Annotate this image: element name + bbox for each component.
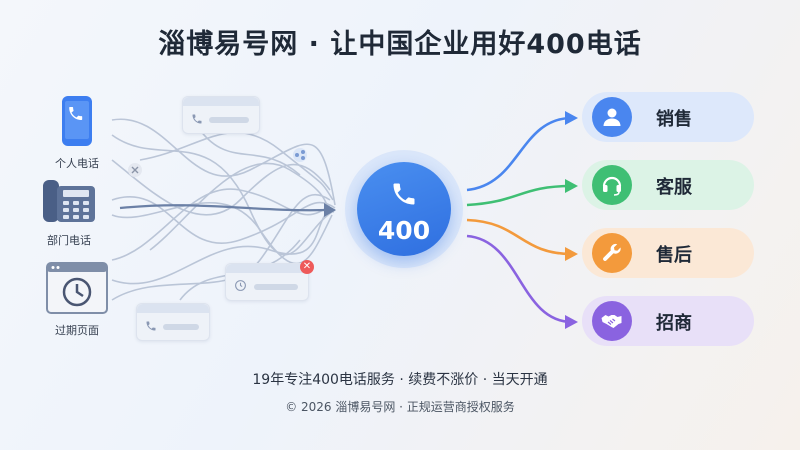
phone-icon — [192, 114, 202, 124]
mobile-phone-icon — [62, 96, 92, 146]
desk-phone-icon — [43, 180, 95, 222]
source-label: 部门电话 — [47, 234, 91, 247]
tagline: 19年专注400电话服务 · 续费不涨价 · 当天开通 — [252, 372, 548, 388]
wrench-icon — [592, 233, 632, 273]
headset-icon — [592, 165, 632, 205]
destination-aftersales[interactable]: 售后 — [582, 228, 754, 278]
expired-clock-card: ✕ — [225, 260, 314, 301]
user-icon — [592, 97, 632, 137]
destination-label: 客服 — [656, 177, 692, 198]
clock-icon — [235, 280, 246, 291]
source-department-phone: 部门电话 — [24, 178, 114, 248]
call-card-bottom — [136, 303, 210, 341]
phone-icon — [146, 321, 156, 331]
destination-label: 售后 — [656, 245, 692, 266]
source-expired-page: 过期页面 — [32, 262, 122, 338]
close-icon: ✕ — [300, 260, 314, 274]
phone-icon — [393, 183, 415, 205]
hub-number: 400 — [377, 216, 431, 245]
expired-page-clock-icon — [46, 262, 108, 314]
page-title: 淄博易号网 · 让中国企业用好400电话 — [158, 29, 642, 60]
destination-label: 招商 — [656, 313, 692, 334]
destination-service[interactable]: 客服 — [582, 160, 754, 210]
call-card-top — [182, 96, 260, 134]
destination-sales[interactable]: 销售 — [582, 92, 754, 142]
destination-business[interactable]: 招商 — [582, 296, 754, 346]
hub-400: 400 — [345, 150, 463, 268]
destination-label: 销售 — [656, 109, 692, 130]
hub-400-circle: 400 — [357, 162, 451, 256]
source-label: 个人电话 — [55, 157, 99, 170]
source-label: 过期页面 — [55, 324, 99, 337]
copyright: © 2026 淄博易号网 · 正规运营商授权服务 — [285, 400, 515, 414]
source-personal-phone: 个人电话 — [32, 95, 122, 171]
handshake-icon — [592, 301, 632, 341]
